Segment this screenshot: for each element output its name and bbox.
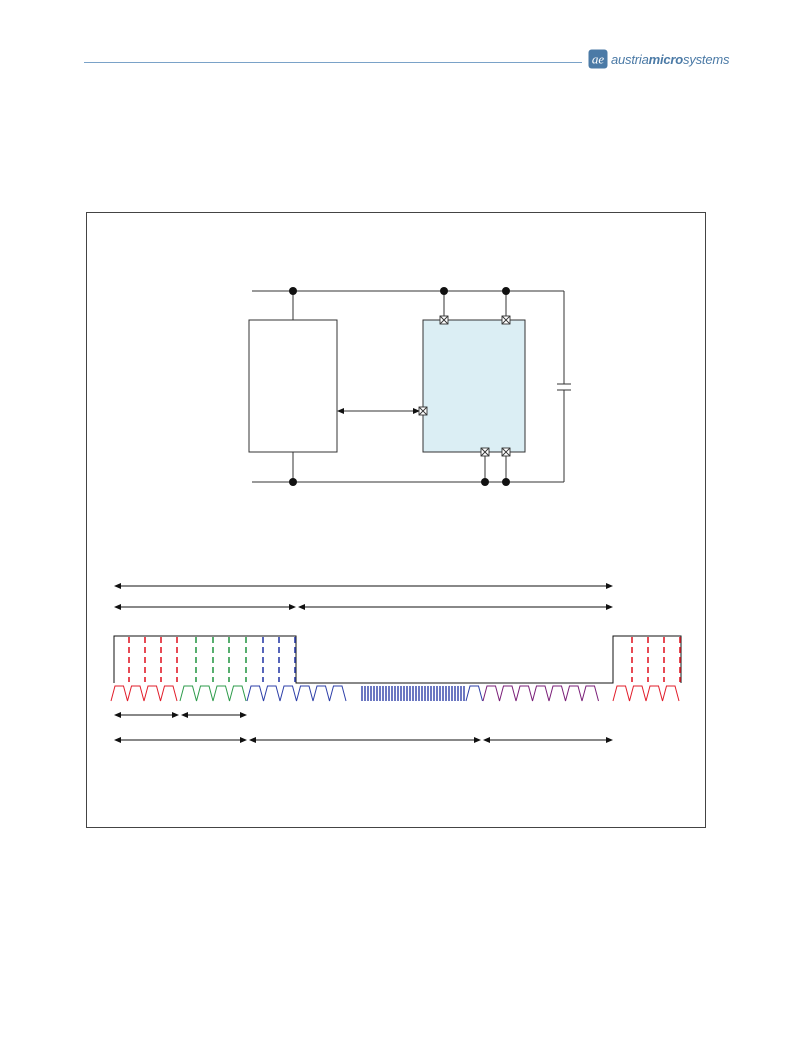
envelope-waveform (113, 635, 682, 684)
junction-dot (502, 478, 510, 486)
logo-prefix: austria (611, 51, 649, 67)
pin-marker-icon (501, 315, 511, 325)
pin-marker-icon (501, 447, 511, 457)
dashed-markers (128, 637, 681, 682)
dimension-arrowhead (172, 712, 179, 718)
svg-text:ae: ae (592, 52, 605, 67)
logo-suffix: systems (683, 51, 730, 67)
pulse-trace-red (612, 685, 680, 702)
logo-wordmark: austriamicrosystems (611, 51, 730, 67)
dimension-arrowhead (181, 712, 188, 718)
dimension-arrowhead (298, 604, 305, 610)
logo-emphasis: micro (648, 51, 684, 67)
dimension-arrows (114, 583, 613, 743)
pulse-trace-red (110, 685, 178, 702)
header-rule (84, 62, 582, 63)
ae-monogram-icon: ae (588, 49, 608, 69)
pulse-trace-blue-dense (361, 686, 465, 701)
company-logo: ae austriamicrosystems (588, 48, 730, 70)
pulse-trace-green (179, 685, 247, 702)
junction-dot (481, 478, 489, 486)
pulse-trace-blue (246, 685, 347, 702)
device-block (422, 319, 526, 453)
dimension-arrowhead (114, 583, 121, 589)
dimension-arrowhead (483, 737, 490, 743)
dimension-arrowhead (240, 712, 247, 718)
junction-dot (289, 287, 297, 295)
dimension-arrowhead (474, 737, 481, 743)
data-link-arrowhead-right (413, 408, 420, 414)
figure-frame (86, 212, 706, 828)
junction-dots (289, 287, 510, 486)
controller-block (248, 319, 338, 453)
dimension-arrowhead (289, 604, 296, 610)
dimension-arrowhead (114, 604, 121, 610)
dimension-arrowhead (240, 737, 247, 743)
pulse-trace-blue (465, 685, 483, 702)
schematic-diagram (248, 287, 571, 486)
junction-dot (289, 478, 297, 486)
dimension-arrowhead (606, 604, 613, 610)
junction-dot (440, 287, 448, 295)
pin-marker-icon (418, 406, 428, 416)
dimension-arrowhead (249, 737, 256, 743)
dimension-arrowhead (114, 712, 121, 718)
dimension-arrowhead (114, 737, 121, 743)
pulse-trace-purple (482, 685, 599, 702)
dimension-arrowhead (606, 737, 613, 743)
pulse-traces (110, 685, 680, 702)
timing-diagram (110, 583, 682, 743)
pin-markers (418, 315, 511, 457)
data-link-arrowhead-left (337, 408, 344, 414)
dimension-arrowhead (606, 583, 613, 589)
pin-marker-icon (439, 315, 449, 325)
junction-dot (502, 287, 510, 295)
pin-marker-icon (480, 447, 490, 457)
